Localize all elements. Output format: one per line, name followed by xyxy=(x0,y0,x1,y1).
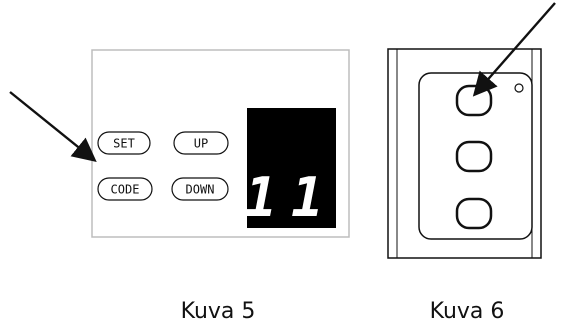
caption-right: Kuva 6 xyxy=(430,299,505,324)
set-button[interactable]: SET xyxy=(97,131,151,155)
caption-left: Kuva 5 xyxy=(181,299,256,324)
remote-bottom-button[interactable] xyxy=(455,197,493,230)
remote-top-button[interactable] xyxy=(455,84,493,117)
up-button[interactable]: UP xyxy=(173,131,229,155)
down-button[interactable]: DOWN xyxy=(171,177,229,201)
remote-led-indicator xyxy=(514,83,524,93)
display-value: 11 xyxy=(244,166,337,229)
code-button-label: CODE xyxy=(111,183,140,197)
control-panel: SET UP CODE DOWN 11 xyxy=(91,49,350,238)
pointer-arrow-right xyxy=(472,2,556,97)
digit-display-screen xyxy=(247,108,336,228)
code-button[interactable]: CODE xyxy=(97,177,153,201)
up-button-label: UP xyxy=(194,137,208,151)
digit-display: 11 xyxy=(244,108,337,229)
remote-control xyxy=(387,48,542,259)
set-button-label: SET xyxy=(113,137,135,151)
down-button-label: DOWN xyxy=(186,183,215,197)
pointer-arrow-left xyxy=(9,91,97,163)
remote-middle-button[interactable] xyxy=(455,140,493,173)
